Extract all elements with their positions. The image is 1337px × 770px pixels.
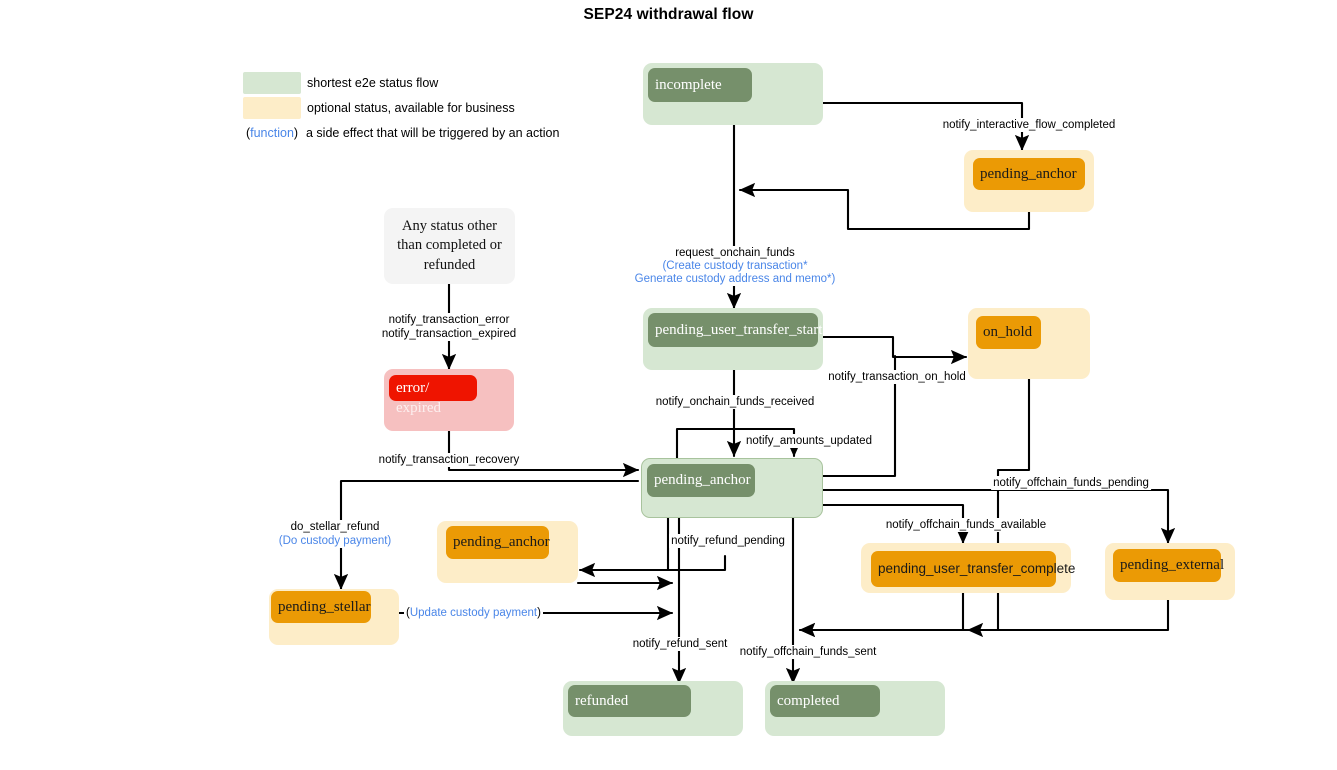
node-any-status-other-label: Any status other than completed or refun… (397, 218, 502, 273)
edge-label-notify-onchain-funds-received: notify_onchain_funds_received (653, 395, 817, 409)
legend-paren-open: ( (245, 125, 251, 140)
edge-label-notify-refund-sent: notify_refund_sent (630, 637, 730, 651)
edge-label-notify-amounts-updated: notify_amounts_updated (744, 434, 874, 448)
node-pending-anchor-center[interactable]: pending_anchor (641, 458, 823, 518)
node-pending-user-transfer-complete-label: pending_user_transfer_complete (871, 551, 1075, 587)
node-pending-user-transfer-complete[interactable]: pending_user_transfer_complete (861, 543, 1075, 593)
node-incomplete-label: incomplete (648, 68, 752, 102)
edge-label-notify-refund-pending: notify_refund_pending (669, 534, 787, 548)
legend-function-marker: (function) (243, 126, 301, 140)
edge-label-do-stellar-refund: do_stellar_refund (288, 520, 382, 534)
edge-pending-external-return (966, 598, 1170, 638)
node-pending-anchor-center-label: pending_anchor (647, 464, 755, 497)
edge-label-paren-open: ( (406, 607, 410, 619)
node-pending-anchor-refund-label: pending_anchor (446, 526, 550, 559)
edge-label-notify-offchain-funds-available: notify_offchain_funds_available (883, 518, 1049, 532)
node-pending-user-transfer-start[interactable]: pending_user_transfer_start (643, 308, 823, 370)
edge-label-notify-offchain-funds-sent: notify_offchain_funds_sent (737, 645, 879, 659)
node-pending-external[interactable]: pending_external (1105, 543, 1235, 600)
node-pending-anchor-refund[interactable]: pending_anchor (437, 521, 578, 583)
edge-pustart-to-on-hold (821, 335, 968, 365)
edge-label-request-onchain-funds: request_onchain_funds (673, 246, 797, 260)
node-error-expired-label: error/ (389, 375, 477, 401)
edge-label-create-custody-transaction: (Create custody transaction* (660, 259, 810, 273)
legend-function-word: function (250, 125, 294, 140)
node-refunded-label: refunded (568, 685, 691, 717)
node-pending-anchor-top-label: pending_anchor (973, 158, 1085, 190)
legend-label-function: a side effect that will be triggered by … (306, 125, 560, 140)
legend-swatch-yellow (243, 96, 301, 119)
edge-pending-anchor-center-to-pending-external (821, 488, 1176, 545)
node-completed-label: completed (770, 685, 880, 717)
node-refunded[interactable]: refunded (563, 681, 743, 736)
page-title: SEP24 withdrawal flow (583, 6, 754, 23)
edge-label-notify-transaction-error: notify_transaction_error (386, 313, 512, 327)
legend-label-yellow: optional status, available for business (307, 100, 515, 115)
edge-label-notify-offchain-funds-pending: notify_offchain_funds_pending (991, 476, 1151, 490)
node-error-expired-label-overflow: expired (396, 400, 441, 416)
node-incomplete[interactable]: incomplete (643, 63, 823, 125)
legend-paren-close: ) (293, 125, 299, 140)
node-pending-external-label: pending_external (1113, 549, 1224, 582)
edge-label-notify-transaction-on-hold: notify_transaction_on_hold (826, 370, 968, 384)
node-on-hold-label: on_hold (976, 316, 1041, 349)
node-pending-stellar[interactable]: pending_stellar (269, 589, 399, 645)
edge-label-update-custody-payment: Update custody payment (409, 607, 538, 619)
legend-label-green: shortest e2e status flow (307, 75, 439, 90)
node-pending-stellar-label: pending_stellar (271, 591, 371, 623)
edge-label-generate-custody-address-and-memo: Generate custody address and memo*) (632, 272, 838, 286)
node-on-hold[interactable]: on_hold (968, 308, 1090, 379)
edge-label-notify-interactive-flow-completed: notify_interactive_flow_completed (940, 118, 1118, 132)
legend-row-green: shortest e2e status flow (243, 70, 559, 95)
node-any-status-other[interactable]: Any status other than completed or refun… (384, 208, 515, 284)
legend: shortest e2e status flow optional status… (243, 70, 559, 145)
legend-row-function: (function) a side effect that will be tr… (243, 120, 559, 145)
node-completed[interactable]: completed (765, 681, 945, 736)
edge-label-notify-transaction-recovery: notify_transaction_recovery (376, 453, 522, 467)
edge-label-do-custody-payment: (Do custody payment) (276, 534, 394, 548)
legend-swatch-green (243, 71, 301, 94)
edge-label-update-custody-payment-group: (Update custody payment) (404, 606, 543, 620)
node-pending-user-transfer-start-label: pending_user_transfer_start (648, 313, 822, 347)
legend-row-yellow: optional status, available for business (243, 95, 559, 120)
edge-label-notify-transaction-expired: notify_transaction_expired (379, 327, 519, 341)
node-error-expired[interactable]: error/ expired (384, 369, 514, 431)
node-pending-anchor-top[interactable]: pending_anchor (964, 150, 1094, 212)
edge-label-paren-close: ) (537, 607, 541, 619)
edge-to-pending-anchor-refund (578, 554, 727, 578)
edge-putc-return (798, 591, 965, 638)
